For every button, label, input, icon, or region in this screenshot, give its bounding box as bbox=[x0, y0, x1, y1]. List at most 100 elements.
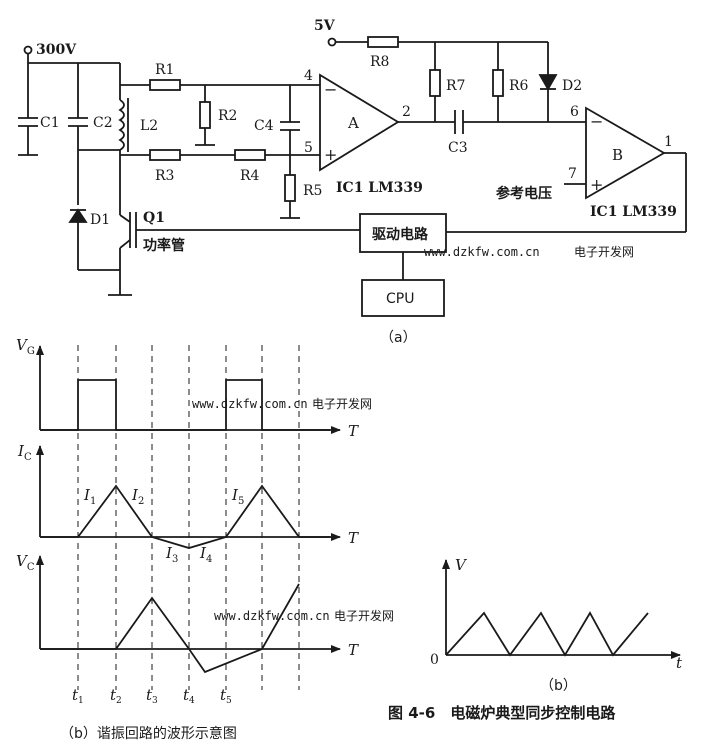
label-a-minus: − bbox=[324, 80, 337, 99]
watermark-cn-2: 电子开发网 bbox=[312, 396, 372, 411]
label-t5: t5 bbox=[220, 686, 232, 706]
label-t2: t2 bbox=[110, 686, 122, 706]
label-c2: C2 bbox=[93, 115, 113, 131]
watermark-url-1: www.dzkfw.com.cn bbox=[424, 245, 540, 259]
circuit-schematic bbox=[18, 36, 687, 317]
diode-d2 bbox=[538, 42, 558, 122]
capacitor-c4 bbox=[280, 85, 300, 155]
figure-title: 图 4-6 电磁炉典型同步控制电路 bbox=[388, 704, 616, 722]
label-vc: VC bbox=[16, 552, 35, 573]
label-t-axis-3: T bbox=[348, 641, 359, 659]
capacitor-c2 bbox=[68, 63, 88, 205]
plot-vc bbox=[36, 555, 341, 674]
label-pin2: 2 bbox=[402, 104, 411, 120]
transistor-q1 bbox=[108, 212, 360, 296]
label-l2: L2 bbox=[140, 118, 158, 134]
label-pin7: 7 bbox=[568, 166, 577, 182]
label-driver: 驱动电路 bbox=[372, 226, 429, 243]
waveform-labels: VG IC VC T T T I1 I2 I3 I4 I5 t1 t2 t3 t… bbox=[16, 336, 359, 706]
label-r4: R4 bbox=[240, 168, 260, 184]
capacitor-c3 bbox=[454, 110, 586, 134]
label-t4: t4 bbox=[183, 686, 195, 706]
label-i2: I2 bbox=[131, 486, 144, 507]
plot-vg bbox=[36, 345, 341, 434]
label-d2: D2 bbox=[562, 78, 582, 94]
plot-ic bbox=[36, 445, 341, 549]
label-c3: C3 bbox=[448, 140, 468, 156]
label-300v: 300V bbox=[36, 42, 77, 58]
label-ic-a: IC1 LM339 bbox=[336, 180, 423, 196]
resistor-r7 bbox=[429, 42, 441, 122]
label-d1: D1 bbox=[90, 212, 110, 228]
label-r3: R3 bbox=[155, 168, 174, 184]
label-pin4: 4 bbox=[304, 68, 313, 84]
label-r7: R7 bbox=[446, 78, 465, 94]
label-op-a: A bbox=[347, 114, 359, 132]
label-q1: Q1 bbox=[143, 210, 165, 226]
sawtooth-waveform bbox=[445, 611, 649, 657]
label-r6: R6 bbox=[509, 78, 529, 94]
label-i4: I4 bbox=[199, 544, 212, 565]
comparator-b bbox=[446, 106, 687, 233]
watermarks: www.dzkfw.com.cn 电子开发网 www.dzkfw.com.cn … bbox=[192, 244, 634, 623]
label-cpu: CPU bbox=[386, 291, 414, 307]
label-op-b: B bbox=[612, 146, 623, 164]
label-pin1: 1 bbox=[664, 134, 673, 150]
label-t-axis-2: T bbox=[348, 529, 359, 547]
label-saw-origin: 0 bbox=[430, 652, 439, 668]
label-t1: t1 bbox=[72, 686, 84, 706]
label-r2: R2 bbox=[218, 108, 237, 124]
label-r1: R1 bbox=[155, 62, 174, 78]
resistor-r6 bbox=[492, 42, 504, 122]
label-i1: I1 bbox=[83, 486, 96, 507]
label-figure-a: （a） bbox=[380, 330, 417, 346]
cpu-box bbox=[361, 279, 445, 317]
sawtooth-panel: V t 0 （b） bbox=[430, 556, 683, 694]
label-c4: C4 bbox=[254, 118, 274, 134]
label-ref-voltage: 参考电压 bbox=[496, 185, 552, 202]
diode-d1 bbox=[68, 208, 120, 271]
ic-waveform bbox=[40, 484, 330, 549]
comparator-a bbox=[319, 73, 455, 172]
capacitor-c1 bbox=[18, 63, 38, 156]
label-pin5: 5 bbox=[304, 140, 313, 156]
label-i3: I3 bbox=[165, 544, 178, 565]
resistor-r5 bbox=[280, 155, 300, 219]
label-t3: t3 bbox=[146, 686, 158, 706]
watermark-cn-3: 电子开发网 bbox=[334, 608, 394, 623]
resistor-r8 bbox=[367, 36, 399, 48]
terminal-300v bbox=[23, 45, 33, 55]
label-saw-b: （b） bbox=[540, 678, 577, 694]
resistor-r2 bbox=[195, 85, 215, 146]
label-pin6: 6 bbox=[570, 104, 579, 120]
label-c1: C1 bbox=[40, 115, 60, 131]
supply-5v-rail bbox=[327, 36, 548, 48]
label-saw-v: V bbox=[455, 556, 468, 574]
circuit-labels: 300V 5V C1 C2 L2 R1 R2 R3 R4 R5 C4 D1 Q1… bbox=[36, 18, 677, 346]
resistor-r1 bbox=[149, 79, 181, 91]
label-r5: R5 bbox=[303, 183, 322, 199]
vc-waveform bbox=[40, 583, 300, 674]
resistor-r4 bbox=[234, 149, 266, 161]
label-vg: VG bbox=[16, 336, 35, 357]
label-power-tube: 功率管 bbox=[143, 237, 185, 254]
caption-b: （b）谐振回路的波形示意图 bbox=[60, 725, 237, 742]
inductor-l2 bbox=[118, 63, 129, 215]
label-r8: R8 bbox=[370, 54, 389, 70]
watermark-url-3: www.dzkfw.com.cn bbox=[214, 609, 330, 623]
waveform-panel: VG IC VC T T T I1 I2 I3 I4 I5 t1 t2 t3 t… bbox=[16, 336, 359, 742]
watermark-cn-1: 电子开发网 bbox=[574, 244, 634, 259]
label-b-minus: − bbox=[590, 112, 603, 131]
label-t-axis-1: T bbox=[348, 422, 359, 440]
watermark-url-2: www.dzkfw.com.cn bbox=[192, 397, 308, 411]
label-5v: 5V bbox=[314, 18, 336, 34]
label-saw-t: t bbox=[676, 654, 683, 672]
resistor-r3 bbox=[149, 149, 181, 161]
label-ic-axis: IC bbox=[17, 442, 32, 463]
label-b-plus: + bbox=[590, 175, 603, 194]
label-ic-b: IC1 LM339 bbox=[590, 204, 677, 220]
label-i5: I5 bbox=[231, 486, 244, 507]
vg-waveform bbox=[40, 379, 330, 431]
